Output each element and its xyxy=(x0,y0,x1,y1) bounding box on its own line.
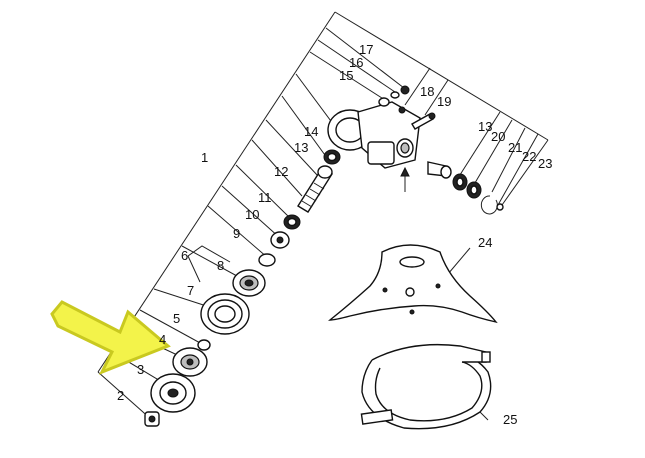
callout-8: 8 xyxy=(217,258,224,273)
callout-10: 10 xyxy=(245,207,259,222)
callout-13-right: 13 xyxy=(478,119,492,134)
part-13-shaft-right xyxy=(427,161,452,179)
part-10-washer xyxy=(270,231,290,249)
part-17-screw xyxy=(400,85,410,95)
callout-11: 11 xyxy=(258,190,272,205)
part-9-clip xyxy=(258,253,276,267)
part-19-bolt xyxy=(411,112,436,130)
part-20-bearing xyxy=(452,173,468,191)
callout-22: 22 xyxy=(522,149,536,164)
callout-12: 12 xyxy=(274,164,288,179)
callout-1: 1 xyxy=(201,150,208,165)
part-7-holder xyxy=(200,293,250,335)
callout-7: 7 xyxy=(187,283,194,298)
part-23-clip xyxy=(496,203,504,211)
part-16-washer xyxy=(390,91,400,99)
part-15-plug xyxy=(378,97,390,107)
callout-23: 23 xyxy=(538,156,552,171)
callout-15: 15 xyxy=(339,68,353,83)
callout-20: 20 xyxy=(491,129,505,144)
callout-21: 21 xyxy=(508,140,522,155)
callout-labels: 1 2 3 4 5 6 7 8 9 10 11 12 13 13 14 15 1… xyxy=(117,42,552,427)
part-3-cup xyxy=(150,373,196,413)
part-24-guard xyxy=(328,244,498,324)
callout-13-left: 13 xyxy=(294,140,308,155)
callout-16: 16 xyxy=(349,55,363,70)
highlight-arrow xyxy=(50,300,171,375)
callout-5: 5 xyxy=(173,311,180,326)
part-2-nut xyxy=(144,411,160,427)
part-25-ring xyxy=(360,343,492,430)
callout-17: 17 xyxy=(359,42,373,57)
callout-2: 2 xyxy=(117,388,124,403)
callout-3: 3 xyxy=(137,362,144,377)
part-8-collar xyxy=(232,269,266,297)
part-13-bearing xyxy=(323,149,341,165)
callout-14: 14 xyxy=(304,124,318,139)
callout-25: 25 xyxy=(503,412,517,427)
part-12-shaft xyxy=(297,165,333,213)
part-14-gear-head xyxy=(327,101,421,192)
part-5-ring xyxy=(197,339,211,351)
part-4-washer xyxy=(172,347,208,377)
part-18-bolt xyxy=(398,106,406,114)
part-22-snap-ring xyxy=(480,195,498,215)
callout-4: 4 xyxy=(159,332,166,347)
part-21-bearing xyxy=(466,181,482,199)
callout-9: 9 xyxy=(233,226,240,241)
callout-24: 24 xyxy=(478,235,492,250)
callout-18: 18 xyxy=(420,84,434,99)
part-11-bearing xyxy=(283,214,301,230)
callout-19: 19 xyxy=(437,94,451,109)
callout-6: 6 xyxy=(181,248,188,263)
